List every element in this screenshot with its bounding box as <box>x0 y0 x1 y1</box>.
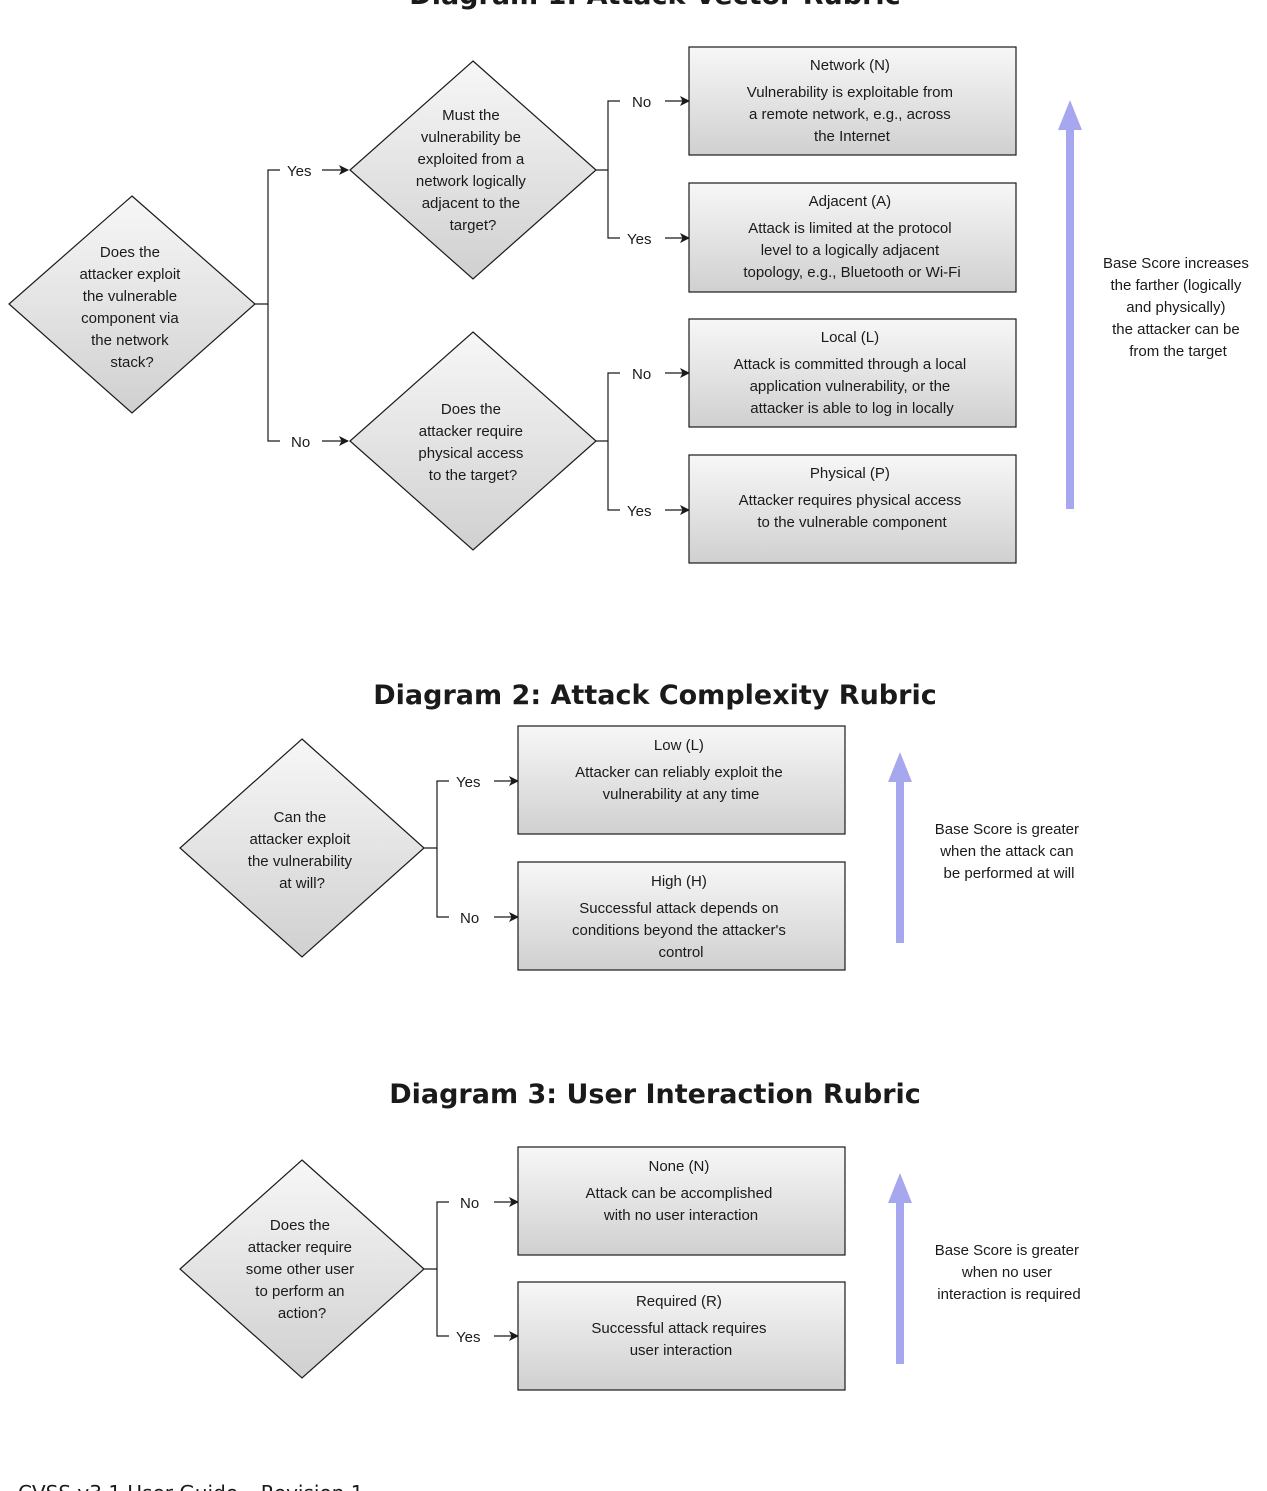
outcome-text: Network (N) Vulnerability is exploitable… <box>747 57 957 145</box>
branch-label: Yes <box>287 163 311 180</box>
diagram-2-title: Diagram 2: Attack Complexity Rubric <box>373 680 936 711</box>
diagram-3-connectors <box>424 1197 519 1341</box>
outcome-box-high: High (H) Successful attack depends on co… <box>517 861 846 971</box>
diagram-user-interaction: Diagram 3: User Interaction Rubric No Ye… <box>179 1079 1083 1391</box>
outcome-text: None (N) Attack can be accomplished with… <box>586 1158 777 1224</box>
outcome-text: Local (L) Attack is committed through a … <box>734 329 971 417</box>
base-score-note: Base Score is greater when no user inter… <box>935 1242 1083 1303</box>
decision-text: Does the attacker require some other use… <box>246 1217 359 1322</box>
diagram-3-title: Diagram 3: User Interaction Rubric <box>389 1079 921 1110</box>
outcome-box-physical: Physical (P) Attacker requires physical … <box>688 454 1017 564</box>
decision-text: Does the attacker require physical acces… <box>418 401 527 484</box>
outcome-box-adjacent: Adjacent (A) Attack is limited at the pr… <box>688 182 1017 293</box>
decision-text: Must the vulnerability be exploited from… <box>416 107 530 234</box>
decision-diamond: Does the attacker exploit the vulnerable… <box>8 195 256 414</box>
diagram-1-connectors <box>255 96 690 515</box>
diagram-1-title: Diagram 1: Attack Vector Rubric <box>409 0 900 11</box>
decision-diamond: Does the attacker require physical acces… <box>349 331 597 551</box>
outcome-box-network: Network (N) Vulnerability is exploitable… <box>688 46 1017 156</box>
branch-label: Yes <box>456 1329 480 1346</box>
score-direction-arrow <box>888 1173 912 1364</box>
score-direction-arrow <box>1058 100 1082 509</box>
outcome-text: Low (L) Attacker can reliably exploit th… <box>575 737 787 803</box>
outcome-box-none: None (N) Attack can be accomplished with… <box>517 1146 846 1256</box>
decision-text: Does the attacker exploit the vulnerable… <box>79 244 184 371</box>
base-score-note: Base Score increases the farther (logica… <box>1103 255 1253 360</box>
outcome-text: Physical (P) Attacker requires physical … <box>739 465 966 531</box>
branch-label: No <box>291 434 310 451</box>
decision-text: Can the attacker exploit the vulnerabili… <box>248 809 356 892</box>
decision-diamond: Does the attacker require some other use… <box>179 1159 425 1379</box>
page-footer: CVSS v3.1 User Guide – Revision 1 <box>18 1481 363 1491</box>
branch-label: Yes <box>627 503 651 520</box>
diagram-attack-complexity: Diagram 2: Attack Complexity Rubric Yes … <box>179 680 1083 971</box>
branch-label: No <box>460 1195 479 1212</box>
outcome-box-local: Local (L) Attack is committed through a … <box>688 318 1017 428</box>
branch-label: No <box>460 910 479 927</box>
diagram-attack-vector: Diagram 1: Attack Vector Rubric Yes No N… <box>8 0 1253 564</box>
decision-diamond: Must the vulnerability be exploited from… <box>349 60 597 280</box>
decision-diamond: Can the attacker exploit the vulnerabili… <box>179 738 425 958</box>
branch-label: No <box>632 366 651 383</box>
diagram-2-connectors <box>424 776 519 922</box>
outcome-box-low: Low (L) Attacker can reliably exploit th… <box>517 725 846 835</box>
branch-label: Yes <box>627 231 651 248</box>
outcome-text: Required (R) Successful attack requires … <box>591 1293 770 1359</box>
outcome-text: High (H) Successful attack depends on co… <box>572 873 790 961</box>
base-score-note: Base Score is greater when the attack ca… <box>935 821 1083 882</box>
branch-label: Yes <box>456 774 480 791</box>
outcome-text: Adjacent (A) Attack is limited at the pr… <box>743 193 960 281</box>
score-direction-arrow <box>888 752 912 943</box>
outcome-box-required: Required (R) Successful attack requires … <box>517 1281 846 1391</box>
branch-label: No <box>632 94 651 111</box>
